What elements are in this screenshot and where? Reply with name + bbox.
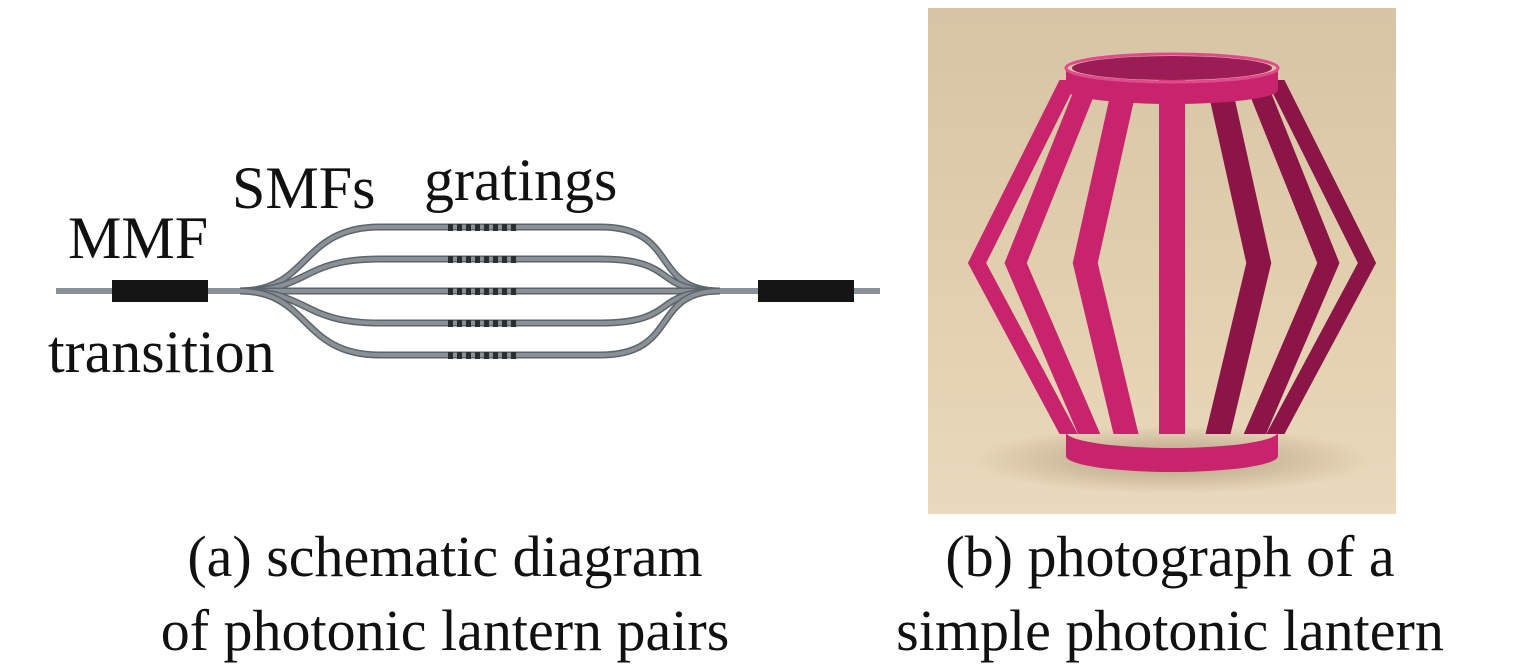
lantern-body bbox=[967, 52, 1377, 472]
grating-mark bbox=[484, 256, 489, 263]
grating-mark bbox=[484, 288, 489, 295]
grating-mark bbox=[493, 320, 498, 327]
photonic-lantern-schematic bbox=[56, 223, 880, 359]
grating-mark bbox=[511, 352, 516, 359]
lantern-strip bbox=[1266, 80, 1377, 434]
lantern-strip bbox=[1004, 80, 1101, 434]
grating-mark bbox=[448, 256, 453, 263]
grating-mark bbox=[511, 288, 516, 295]
caption-a-line1: (a) schematic diagram bbox=[187, 524, 703, 589]
caption-a: (a) schematic diagram of photonic lanter… bbox=[60, 520, 830, 668]
grating-mark bbox=[493, 288, 498, 295]
grating-mark bbox=[475, 224, 480, 231]
grating-mark bbox=[475, 256, 480, 263]
grating-mark bbox=[457, 320, 462, 327]
grating-mark bbox=[457, 224, 462, 231]
mmf-label: MMF bbox=[68, 205, 209, 271]
fiber-outline bbox=[239, 255, 721, 295]
lantern-strip bbox=[1205, 80, 1272, 434]
grating-mark bbox=[448, 320, 453, 327]
grating-mark bbox=[475, 320, 480, 327]
grating-mark bbox=[448, 224, 453, 231]
fiber-core bbox=[239, 289, 721, 325]
grating-mark bbox=[448, 288, 453, 295]
caption-b: (b) photograph of a simple photonic lant… bbox=[820, 520, 1520, 668]
grating-mark bbox=[484, 352, 489, 359]
grating-mark bbox=[448, 352, 453, 359]
grating-mark bbox=[502, 352, 507, 359]
caption-b-line1: (b) photograph of a bbox=[945, 524, 1395, 589]
grating-mark bbox=[511, 224, 516, 231]
lantern-strip bbox=[1243, 80, 1340, 434]
grating-mark bbox=[502, 256, 507, 263]
grating-mark bbox=[466, 320, 471, 327]
grating-mark bbox=[457, 256, 462, 263]
lantern-strip bbox=[967, 80, 1078, 434]
fiber-outline bbox=[239, 287, 721, 327]
fiber-core bbox=[239, 225, 721, 293]
grating-mark bbox=[475, 352, 480, 359]
grating-mark bbox=[457, 352, 462, 359]
grating-mark bbox=[466, 352, 471, 359]
transition-label: transition bbox=[48, 319, 275, 385]
grating-mark bbox=[511, 320, 516, 327]
caption-b-line2: simple photonic lantern bbox=[896, 598, 1444, 663]
fiber-gratings bbox=[448, 224, 516, 359]
grating-mark bbox=[484, 320, 489, 327]
caption-a-line2: of photonic lantern pairs bbox=[160, 598, 730, 663]
lantern-strip bbox=[1159, 80, 1185, 434]
grating-mark bbox=[493, 224, 498, 231]
grating-mark bbox=[466, 224, 471, 231]
mmf-transition-block-left bbox=[112, 280, 208, 302]
grating-mark bbox=[511, 256, 516, 263]
lantern-strip bbox=[1072, 80, 1139, 434]
fiber-core bbox=[239, 257, 721, 293]
gratings-label: gratings bbox=[424, 147, 618, 213]
grating-mark bbox=[502, 320, 507, 327]
grating-mark bbox=[466, 288, 471, 295]
grating-mark bbox=[457, 288, 462, 295]
smfs-label: SMFs bbox=[232, 155, 376, 221]
grating-mark bbox=[502, 224, 507, 231]
grating-mark bbox=[493, 352, 498, 359]
mmf-transition-block-right bbox=[758, 280, 854, 302]
grating-mark bbox=[475, 288, 480, 295]
fiber-core bbox=[239, 289, 721, 357]
grating-mark bbox=[466, 256, 471, 263]
lantern-bottom-band bbox=[1066, 432, 1278, 472]
grating-mark bbox=[502, 288, 507, 295]
lantern-top-band bbox=[1066, 68, 1278, 104]
single-mode-fibers bbox=[239, 223, 721, 359]
lantern-top-opening bbox=[1072, 56, 1272, 80]
paper-lantern-photo bbox=[928, 8, 1396, 514]
lantern-top-rim bbox=[1064, 52, 1280, 84]
grating-mark bbox=[493, 256, 498, 263]
grating-mark bbox=[484, 224, 489, 231]
